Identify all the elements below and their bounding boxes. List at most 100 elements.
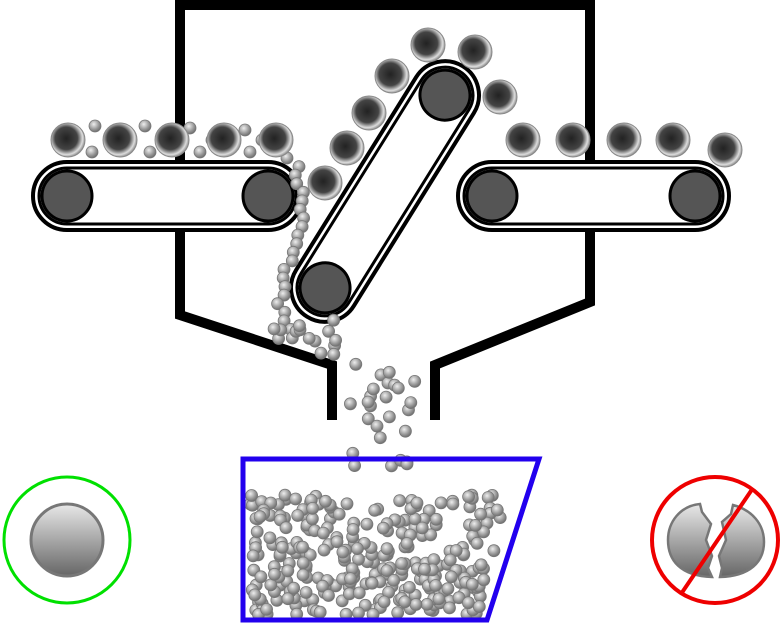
small-ball	[330, 535, 344, 549]
small-ball	[322, 324, 336, 338]
small-ball	[408, 374, 422, 388]
small-ball	[398, 595, 412, 609]
small-ball	[398, 424, 412, 438]
roller	[241, 169, 295, 223]
small-ball	[400, 537, 414, 550]
small-ball	[373, 431, 387, 445]
small-ball	[88, 119, 102, 133]
large-ball	[505, 122, 541, 158]
small-ball	[246, 549, 260, 563]
roller	[418, 68, 472, 122]
small-balls	[85, 119, 507, 621]
small-ball	[291, 509, 305, 522]
hopper-frame	[175, 0, 595, 420]
small-ball	[368, 503, 382, 517]
large-ball	[258, 122, 294, 158]
small-ball	[343, 397, 357, 411]
small-ball	[434, 496, 448, 510]
small-ball	[340, 497, 354, 511]
small-ball	[404, 396, 418, 410]
small-ball	[465, 577, 479, 591]
small-ball	[332, 507, 346, 521]
small-ball	[429, 512, 443, 526]
small-ball	[474, 507, 488, 521]
small-ball	[387, 574, 401, 587]
small-ball	[382, 410, 396, 424]
small-ball	[415, 521, 429, 535]
small-ball	[379, 390, 393, 404]
small-ball	[245, 489, 259, 502]
small-ball	[443, 553, 457, 567]
small-ball	[346, 523, 360, 536]
small-ball	[446, 497, 460, 511]
small-ball	[277, 288, 291, 302]
large-ball	[457, 34, 493, 70]
large-ball	[102, 122, 138, 158]
small-ball	[361, 395, 375, 409]
small-ball	[365, 576, 379, 590]
small-ball	[352, 606, 365, 620]
incline-conveyor	[289, 59, 481, 324]
broken-ball-icon	[650, 475, 780, 605]
right-conveyor	[456, 160, 731, 232]
small-ball	[402, 581, 416, 594]
large-ball	[154, 122, 190, 158]
small-ball	[391, 606, 405, 620]
small-ball	[377, 595, 391, 609]
small-ball	[329, 333, 343, 347]
small-ball	[474, 558, 488, 572]
small-ball	[470, 536, 484, 550]
small-ball	[143, 145, 157, 159]
small-ball	[366, 382, 380, 396]
small-ball	[281, 592, 295, 606]
small-ball	[409, 598, 423, 611]
small-ball	[444, 570, 458, 584]
small-ball	[302, 331, 316, 345]
small-ball	[316, 579, 330, 593]
small-ball	[418, 562, 431, 576]
large-ball	[206, 122, 242, 158]
small-ball	[382, 365, 396, 379]
small-ball	[461, 596, 475, 610]
small-ball	[293, 319, 306, 333]
small-ball	[303, 548, 317, 562]
small-ball	[352, 586, 366, 600]
small-ball	[327, 313, 341, 327]
small-ball	[275, 540, 289, 554]
small-ball	[243, 145, 257, 159]
left-conveyor	[31, 160, 304, 232]
small-ball	[481, 491, 495, 504]
small-ball	[290, 177, 304, 191]
small-ball	[306, 501, 320, 515]
small-ball	[327, 347, 341, 361]
large-ball	[482, 79, 518, 115]
small-ball	[319, 494, 332, 508]
small-ball	[393, 494, 407, 508]
small-ball	[253, 510, 267, 524]
small-ball	[278, 488, 292, 502]
large-balls	[50, 27, 743, 201]
small-ball	[316, 526, 330, 540]
large-ball	[374, 58, 410, 94]
small-ball	[296, 568, 310, 582]
small-ball	[449, 544, 463, 557]
small-ball	[299, 586, 313, 599]
small-ball	[260, 603, 274, 616]
large-ball	[707, 132, 743, 168]
small-ball	[250, 525, 264, 539]
intact-ball-icon	[2, 475, 132, 605]
small-ball	[391, 381, 405, 395]
small-ball	[254, 570, 268, 584]
small-ball	[248, 588, 262, 602]
small-ball	[424, 528, 438, 542]
small-ball	[289, 492, 303, 506]
small-ball	[322, 589, 335, 602]
small-ball	[360, 517, 374, 531]
small-ball	[85, 145, 99, 159]
small-ball	[281, 564, 295, 578]
small-ball	[279, 521, 293, 535]
small-ball	[380, 542, 394, 556]
large-ball	[606, 122, 642, 158]
small-ball	[296, 540, 310, 554]
